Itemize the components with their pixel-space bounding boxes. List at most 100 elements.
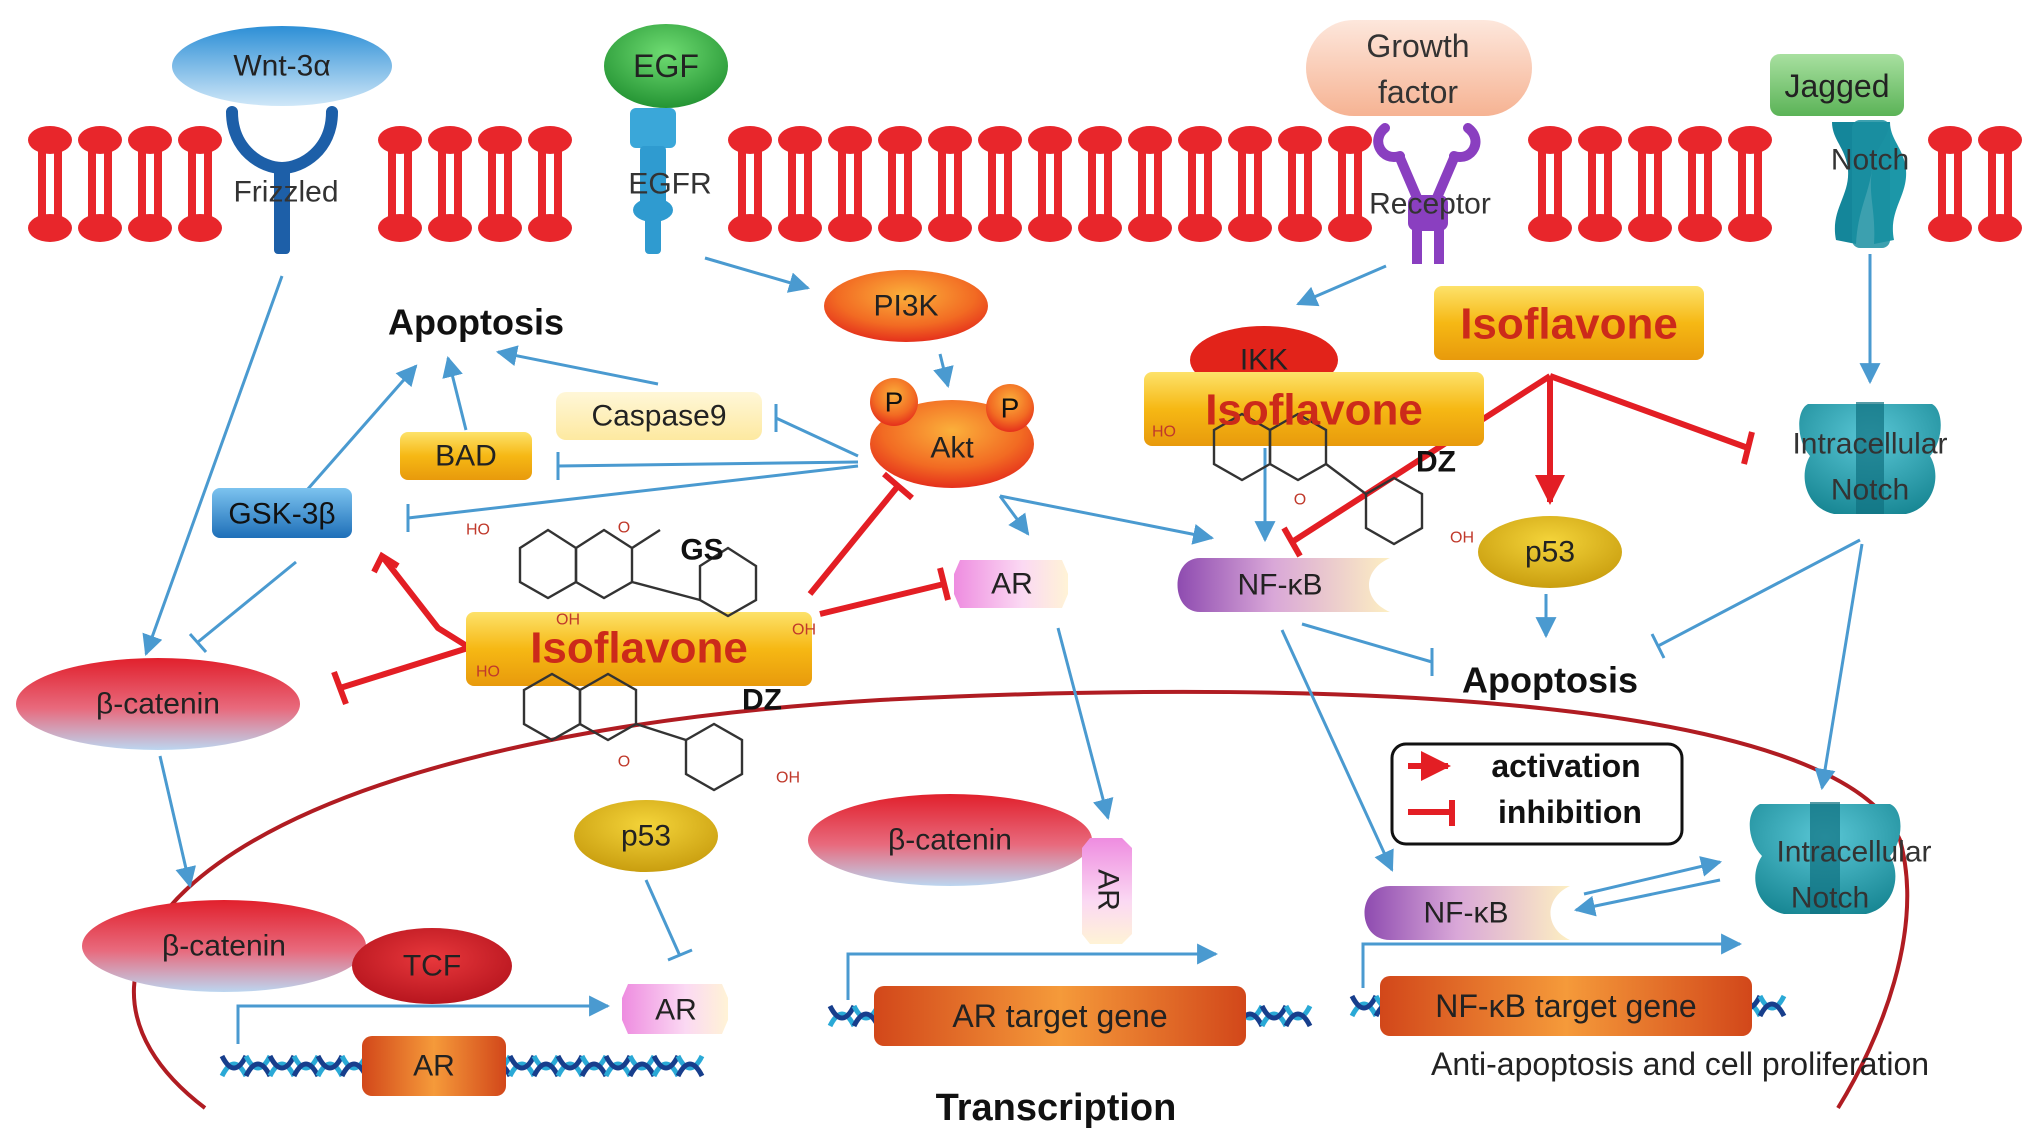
dna-segment [603,1061,633,1078]
nfkb-label-nucleus: NF-κB [1424,897,1509,930]
isoflavone-label-left: Isoflavone [530,624,748,673]
ho-label-dz-right: HO [1152,424,1176,441]
p53-label: p53 [1525,536,1575,569]
lipid-unit [478,126,522,242]
lipid-unit [78,126,122,242]
o-label-dz-left: O [618,754,630,771]
frizzled-receptor-icon [226,106,338,254]
akt-label: Akt [930,432,974,465]
lipid-unit [1278,126,1322,242]
gsk3b-node [212,488,352,538]
wnt-ligand-shape [172,26,392,106]
ar-node-nucleus-small [622,984,728,1034]
dna-segment [507,1054,537,1071]
lipid-unit [1328,126,1372,242]
daidzein-structure-icon-right [1212,412,1424,546]
lipid-unit [878,126,922,242]
o-label-dz-right: O [1294,492,1306,509]
lipid-unit [1528,126,1572,242]
dz-label-left: DZ [742,684,782,717]
dna-segment [267,1054,297,1071]
pi3k-node [824,270,988,342]
ar-label: AR [991,568,1033,601]
beta-catenin-node-nucleus-left [82,900,366,992]
akt-p-label-left: P [885,387,904,418]
dna-segment [243,1054,273,1071]
anti-apoptosis-label: Anti-apoptosis and cell proliferation [1431,1046,1929,1082]
beta-catenin-label-nucleus-left: β-catenin [162,930,286,963]
dna-segment [531,1054,561,1071]
ar-target-gene-box [874,986,1246,1046]
dna-segment [627,1054,657,1071]
dna-segment [1757,994,1787,1011]
egfr-label: EGFR [628,168,711,201]
isoflavone-label-top: Isoflavone [1460,300,1678,349]
dna-segment [1349,1001,1379,1018]
dna-segment [1349,994,1379,1011]
genistein-structure-icon [518,528,758,618]
ar-gene-box [362,1036,506,1096]
ar-label-nucleus-vertical: AR [1092,869,1125,911]
dna-segment [675,1054,705,1071]
akt-p-label-right: P [1001,393,1020,424]
intracellular-notch-label-nucleus-line1: Intracellular [1776,836,1931,869]
tcf-node [352,928,512,1004]
lipid-unit [1728,126,1772,242]
dna-segment [531,1061,561,1078]
akt-node [870,378,1034,488]
p53-node-nucleus [574,800,718,872]
lipid-unit [978,126,1022,242]
dna-segment [507,1061,537,1078]
ar-node-nucleus-vertical [1082,838,1132,944]
lipid-unit [1178,126,1222,242]
dna-segment [579,1054,609,1071]
beta-catenin-label: β-catenin [96,688,220,721]
gsk3b-label: GSK-3β [228,498,335,531]
bad-node [400,432,532,480]
intracellular-notch-label-nucleus-line2: Notch [1791,882,1869,915]
dna-segment [651,1061,681,1078]
lipid-unit [28,126,72,242]
blue-inhibition-lines [188,404,1861,962]
isoflavone-label-mid: Isoflavone [1205,386,1423,435]
notch-receptor-icon [1832,120,1907,248]
dna-segment [291,1054,321,1071]
dna-segment [267,1061,297,1078]
oh-label-dz-left: OH [776,770,800,787]
isoflavone-box-left [466,612,812,686]
lipid-unit [1028,126,1072,242]
apoptosis-label-right: Apoptosis [1462,660,1638,701]
nfkb-node-nucleus [1364,886,1570,940]
dna-segment [627,1061,657,1078]
bad-label: BAD [435,440,497,473]
lipid-unit [828,126,872,242]
egf-label: EGF [633,48,699,84]
dna-segment [1757,1001,1787,1018]
isoflavone-box-top [1434,286,1704,360]
transcription-label: Transcription [936,1087,1177,1129]
wnt-label: Wnt-3α [233,50,330,83]
dna-segment [555,1054,585,1071]
intracellular-notch-node [1799,402,1941,514]
caspase9-label: Caspase9 [591,400,726,433]
ho-label-gs: HO [466,522,490,539]
beta-catenin-label-nucleus-mid: β-catenin [888,824,1012,857]
receptor-label: Receptor [1369,188,1491,221]
egfr-receptor-icon [630,108,676,254]
tcf-label: TCF [403,950,461,983]
lipid-unit [1978,126,2022,242]
dna-segment [1259,1004,1289,1021]
apoptosis-label-left: Apoptosis [388,302,564,343]
nfkb-label: NF-κB [1238,569,1323,602]
lipid-unit [728,126,772,242]
isoflavone-box-mid [1144,372,1484,446]
lipid-unit [778,126,822,242]
dna-segment [1283,1004,1313,1021]
intracellular-notch-label-line1: Intracellular [1792,428,1947,461]
dna-segment [315,1061,345,1078]
lipid-unit [1628,126,1672,242]
dna-segment [1259,1011,1289,1028]
cell-membrane [28,126,2022,242]
oh-label-dz-right: OH [1450,530,1474,547]
